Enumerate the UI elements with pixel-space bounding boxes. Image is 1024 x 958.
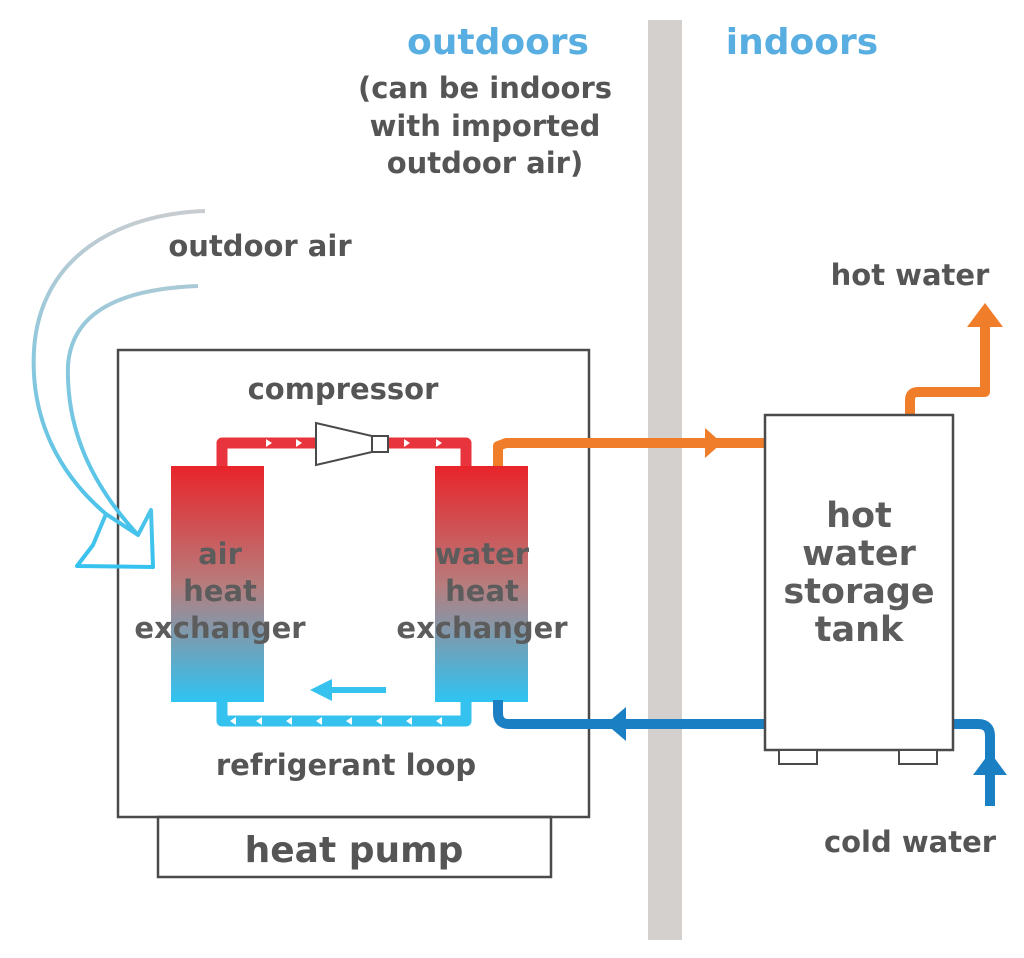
compressor-label: compressor — [248, 372, 440, 406]
cold-water-label: cold water — [824, 825, 997, 859]
flow-arrow-icon — [286, 717, 292, 725]
flow-arrow-icon — [316, 717, 322, 725]
flow-arrow-icon — [436, 717, 442, 725]
tank-foot-right — [898, 749, 938, 765]
water-hx-label-line-3: exchanger — [396, 611, 568, 645]
flow-arrow-icon — [436, 439, 442, 447]
tank-label-line-2: water — [802, 534, 916, 574]
flow-arrow-icon — [256, 717, 262, 725]
air-hx-label-line-1: air — [198, 537, 243, 571]
water-hx-label-line-1: water — [435, 537, 530, 571]
air-hx-label-line-3: exchanger — [134, 611, 306, 645]
refrigerant-loop-label: refrigerant loop — [216, 748, 476, 782]
air-heat-exchanger — [171, 466, 264, 702]
hot-water-pipe — [493, 303, 1003, 466]
heat-pump-label: heat pump — [245, 830, 464, 871]
hot-water-outlet-arrow-icon — [967, 303, 1003, 327]
flow-arrow-icon — [230, 717, 236, 725]
flow-arrow-icon — [296, 439, 302, 447]
hot-water-label: hot water — [831, 258, 990, 292]
outdoors-label: outdoors — [407, 22, 589, 63]
refrigerant-loop-cold — [216, 700, 472, 727]
water-heat-exchanger — [435, 466, 528, 702]
outdoors-note-line-2: with imported — [370, 109, 601, 143]
outdoor-air-arrow-icon — [31, 209, 206, 569]
air-hx-label-line-2: heat — [183, 574, 257, 608]
flow-arrow-icon — [404, 439, 410, 447]
flow-arrow-icon — [266, 439, 272, 447]
compressor-icon — [315, 421, 389, 467]
hot-flow-arrow-icon — [705, 428, 722, 458]
outdoor-air-label: outdoor air — [168, 229, 352, 263]
indoors-label: indoors — [726, 22, 878, 63]
tank-label-line-3: storage — [783, 572, 934, 612]
hot-water-storage-tank — [763, 413, 955, 752]
cold-water-pipe — [493, 700, 1007, 806]
wall — [648, 20, 682, 940]
outdoors-note-line-1: (can be indoors — [358, 71, 612, 105]
flow-arrow-icon — [346, 717, 352, 725]
water-hx-label-line-2: heat — [445, 574, 519, 608]
flow-arrow-icon — [376, 717, 382, 725]
heat-pump-base — [156, 815, 553, 879]
tank-label-line-1: hot — [826, 496, 892, 536]
cold-water-inlet-arrow-icon — [973, 752, 1007, 775]
tank-label-line-4: tank — [815, 610, 904, 650]
cold-flow-arrow-icon — [606, 707, 626, 741]
tank-foot-left — [778, 749, 818, 765]
refrigerant-direction-arrow-icon — [310, 679, 386, 701]
flow-arrow-icon — [406, 717, 412, 725]
outdoors-note-line-3: outdoor air) — [387, 146, 584, 180]
refrigerant-loop-hot — [216, 437, 472, 468]
